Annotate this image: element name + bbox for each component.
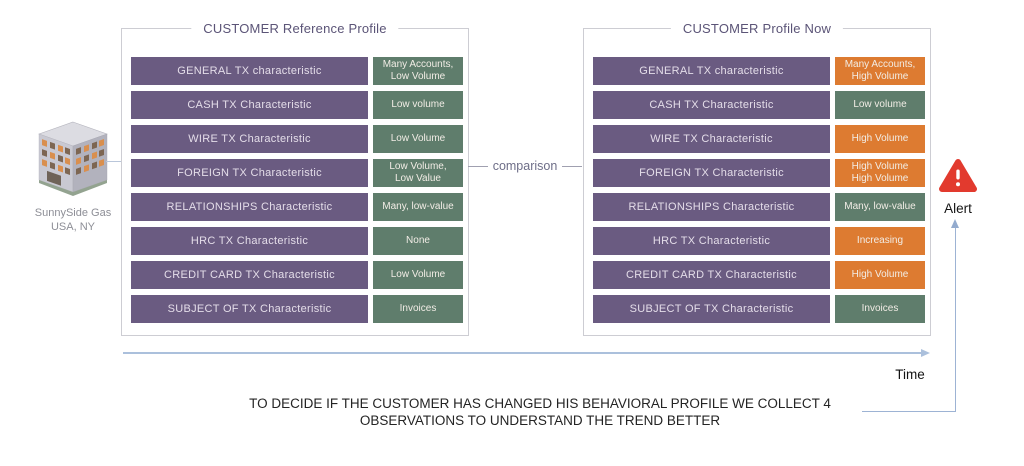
now-panel-title: CUSTOMER Profile Now [670,21,844,36]
building-windows-left [42,139,70,186]
characteristic-value: Invoices [373,295,463,323]
profile-now-panel: CUSTOMER Profile Now GENERAL TX characte… [583,21,931,336]
characteristic-value: High Volume [835,261,925,289]
footnote-line-1: TO DECIDE IF THE CUSTOMER HAS CHANGED HI… [249,396,831,411]
table-row: FOREIGN TX Characteristic Low Volume, Lo… [131,159,463,187]
characteristic-label: WIRE TX Characteristic [593,125,830,153]
characteristic-value: None [373,227,463,255]
characteristic-value: Many Accounts, High Volume [835,57,925,85]
characteristic-label: GENERAL TX characteristic [131,57,368,85]
building-icon [38,121,108,196]
alert-indicator: Alert [935,158,981,216]
characteristic-value: Low volume [373,91,463,119]
characteristic-value: Low Volume [373,125,463,153]
characteristic-label: CASH TX Characteristic [593,91,830,119]
up-arrowhead-icon [951,219,959,228]
characteristic-label: HRC TX Characteristic [131,227,368,255]
characteristic-label: SUBJECT OF TX Characteristic [131,295,368,323]
footnote-text: TO DECIDE IF THE CUSTOMER HAS CHANGED HI… [125,395,955,430]
table-row: HRC TX Characteristic None [131,227,463,255]
characteristic-value: High Volume [835,125,925,153]
characteristic-value: Low volume [835,91,925,119]
entity-connector-line [106,161,122,162]
characteristic-label: CASH TX Characteristic [131,91,368,119]
now-rows: GENERAL TX characteristic Many Accounts,… [593,57,925,329]
characteristic-label: FOREIGN TX Characteristic [131,159,368,187]
characteristic-label: RELATIONSHIPS Characteristic [131,193,368,221]
characteristic-value: High Volume High Volume [835,159,925,187]
characteristic-value: Invoices [835,295,925,323]
characteristic-label: CREDIT CARD TX Characteristic [593,261,830,289]
connector-line [562,165,582,167]
table-row: WIRE TX Characteristic High Volume [593,125,925,153]
footnote-to-alert-connector-vertical [955,227,956,412]
footnote-to-alert-connector-horizontal [862,411,956,412]
warning-triangle-icon [939,159,977,192]
footnote-line-2: OBSERVATIONS TO UNDERSTAND THE TREND BET… [359,413,721,429]
building-windows-right [76,139,104,175]
table-row: FOREIGN TX Characteristic High Volume Hi… [593,159,925,187]
entity-name: SunnySide Gas [34,207,112,219]
entity-label: SunnySide Gas USA, NY [28,206,118,235]
table-row: CASH TX Characteristic Low volume [131,91,463,119]
comparison-label: comparison [492,159,558,173]
table-row: CASH TX Characteristic Low volume [593,91,925,119]
table-row: GENERAL TX characteristic Many Accounts,… [131,57,463,85]
characteristic-label: RELATIONSHIPS Characteristic [593,193,830,221]
characteristic-value: Many Accounts, Low Volume [373,57,463,85]
reference-panel-title: CUSTOMER Reference Profile [191,21,399,36]
reference-rows: GENERAL TX characteristic Many Accounts,… [131,57,463,329]
characteristic-value: Low Volume [373,261,463,289]
table-row: RELATIONSHIPS Characteristic Many, low-v… [593,193,925,221]
characteristic-value: Increasing [835,227,925,255]
table-row: CREDIT CARD TX Characteristic Low Volume [131,261,463,289]
time-axis-line [123,352,921,354]
table-row: HRC TX Characteristic Increasing [593,227,925,255]
characteristic-label: CREDIT CARD TX Characteristic [131,261,368,289]
characteristic-label: FOREIGN TX Characteristic [593,159,830,187]
entity-location: USA, NY [50,221,95,234]
table-row: WIRE TX Characteristic Low Volume [131,125,463,153]
characteristic-value: Many, low-value [835,193,925,221]
connector-line [468,165,488,167]
table-row: GENERAL TX characteristic Many Accounts,… [593,57,925,85]
time-axis-label: Time [895,367,925,382]
customer-entity: SunnySide Gas USA, NY [28,118,118,235]
characteristic-value: Many, low-value [373,193,463,221]
characteristic-label: GENERAL TX characteristic [593,57,830,85]
alert-label: Alert [944,201,972,216]
reference-profile-panel: CUSTOMER Reference Profile GENERAL TX ch… [121,21,469,336]
characteristic-label: SUBJECT OF TX Characteristic [593,295,830,323]
table-row: RELATIONSHIPS Characteristic Many, low-v… [131,193,463,221]
table-row: SUBJECT OF TX Characteristic Invoices [131,295,463,323]
characteristic-label: WIRE TX Characteristic [131,125,368,153]
table-row: SUBJECT OF TX Characteristic Invoices [593,295,925,323]
time-axis-arrowhead-icon [921,349,930,357]
comparison-connector: comparison [468,158,582,174]
table-row: CREDIT CARD TX Characteristic High Volum… [593,261,925,289]
characteristic-value: Low Volume, Low Value [373,159,463,187]
characteristic-label: HRC TX Characteristic [593,227,830,255]
